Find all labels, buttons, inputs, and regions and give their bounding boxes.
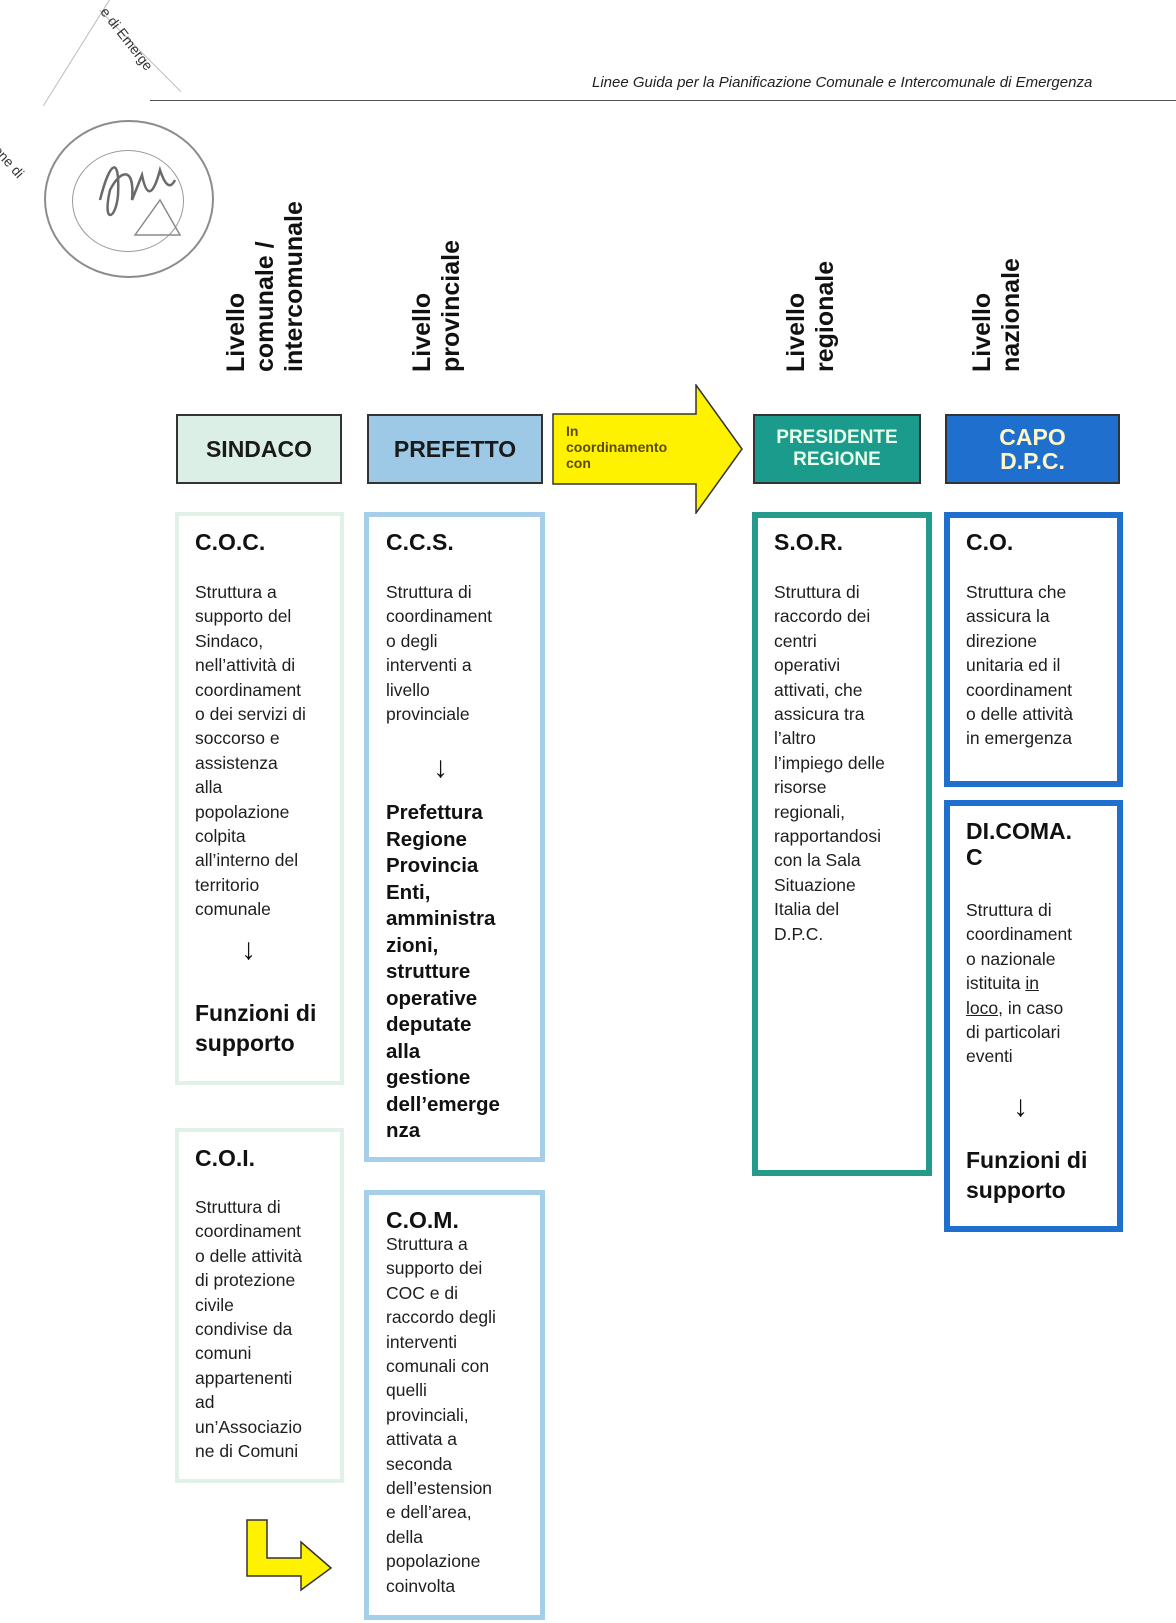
- coc-card: [175, 512, 344, 1085]
- dicomac-title: DI.COMA.C: [966, 818, 1073, 870]
- com-title: C.O.M.: [386, 1207, 459, 1233]
- prefetto-box: PREFETTO: [367, 414, 543, 484]
- coc-title: C.O.C.: [195, 529, 266, 555]
- coi-card: [175, 1128, 344, 1483]
- prefetto-label: PREFETTO: [393, 436, 517, 462]
- header-rule: [150, 100, 1176, 101]
- dicomac-card: [944, 800, 1123, 1232]
- stamp-inner-ring: [72, 150, 184, 252]
- coc-down-arrow-icon: ↓: [241, 933, 256, 966]
- coordination-label: In coordinamento con: [566, 423, 668, 471]
- page-header: Linee Guida per la Pianificazione Comuna…: [592, 74, 1093, 91]
- sor-card: [752, 512, 932, 1176]
- coi-title: C.O.I.: [195, 1145, 256, 1171]
- ccs-down-arrow-icon: ↓: [433, 751, 448, 784]
- co-card: [944, 512, 1123, 787]
- coi-to-com-arrow: [246, 1519, 333, 1592]
- corner-fragment-top: e di Emerge: [97, 4, 157, 74]
- ccs-card: [364, 512, 545, 1162]
- sor-title: S.O.R.: [774, 529, 844, 555]
- ccs-title: C.C.S.: [386, 529, 454, 555]
- dicomac-down-arrow-icon: ↓: [1013, 1090, 1028, 1123]
- coordination-arrow: [552, 384, 743, 514]
- dicomac-description: Struttura di coordinament o nazionale is…: [966, 900, 1073, 1067]
- official-stamp: [44, 120, 214, 278]
- co-title: C.O.: [966, 529, 1014, 555]
- signature-mark: [98, 165, 182, 236]
- sindaco-box: SINDACO: [176, 414, 342, 484]
- sindaco-label: SINDACO: [205, 436, 313, 462]
- com-card: [364, 1190, 545, 1620]
- corner-fragment-left: one di: [0, 142, 28, 182]
